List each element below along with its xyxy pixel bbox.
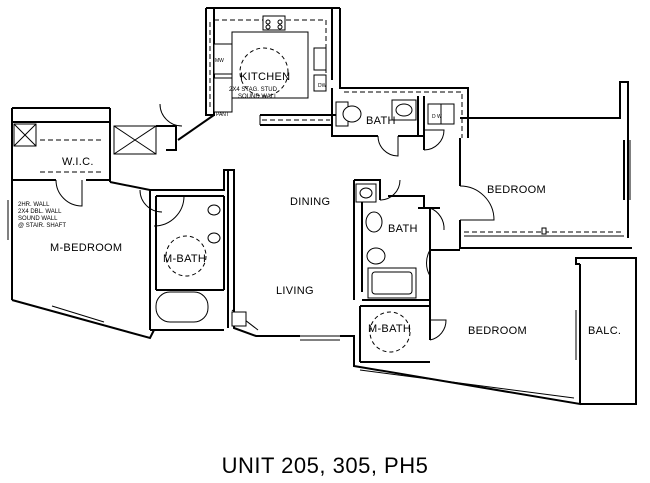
unit-title: UNIT 205, 305, PH5 — [222, 453, 429, 478]
microwave-label: MW — [215, 58, 224, 64]
wic-label: W.I.C. — [62, 156, 94, 168]
m-bath-label: M-BATH — [163, 253, 206, 265]
m-bedroom-walls — [7, 108, 229, 340]
pantry-label: PANT — [216, 112, 229, 118]
dishwasher-label: DW — [318, 83, 327, 89]
living-label: LIVING — [276, 285, 314, 297]
mbed-wall-note-2: 2X4 DBL. WALL — [18, 209, 62, 215]
kitchen-walls — [205, 7, 341, 126]
balcony-label: BALC. — [588, 325, 621, 337]
upper-bath-walls — [331, 80, 469, 150]
bath-mid-label: BATH — [388, 223, 418, 235]
living-dining-walls — [156, 114, 355, 360]
kitchen-wall-note-2: SOUND WALL — [238, 94, 278, 100]
mbed-wall-note-1: 2HR. WALL — [18, 202, 50, 208]
m-bedroom-label: M-BEDROOM — [50, 242, 122, 254]
laundry-label: D W — [432, 114, 442, 120]
m-bath-small-label: M-BATH — [368, 323, 411, 335]
bedroom-upper-label: BEDROOM — [487, 184, 546, 196]
kitchen-wall-note-1: 2X4 STAG. STUD — [229, 87, 278, 93]
dining-label: DINING — [290, 196, 330, 208]
mbed-wall-note-4: @ STAIR. SHAFT — [18, 223, 66, 229]
wic-walls — [12, 107, 157, 182]
door-swings — [55, 103, 495, 341]
bedroom-lower-label: BEDROOM — [468, 325, 527, 337]
mid-bath-walls — [353, 179, 440, 301]
mbed-wall-note-3: SOUND WALL — [18, 216, 58, 222]
bath-upper-label: BATH — [366, 115, 396, 127]
upper-bedroom-walls — [459, 81, 632, 249]
kitchen-label: KITCHEN — [240, 71, 290, 83]
